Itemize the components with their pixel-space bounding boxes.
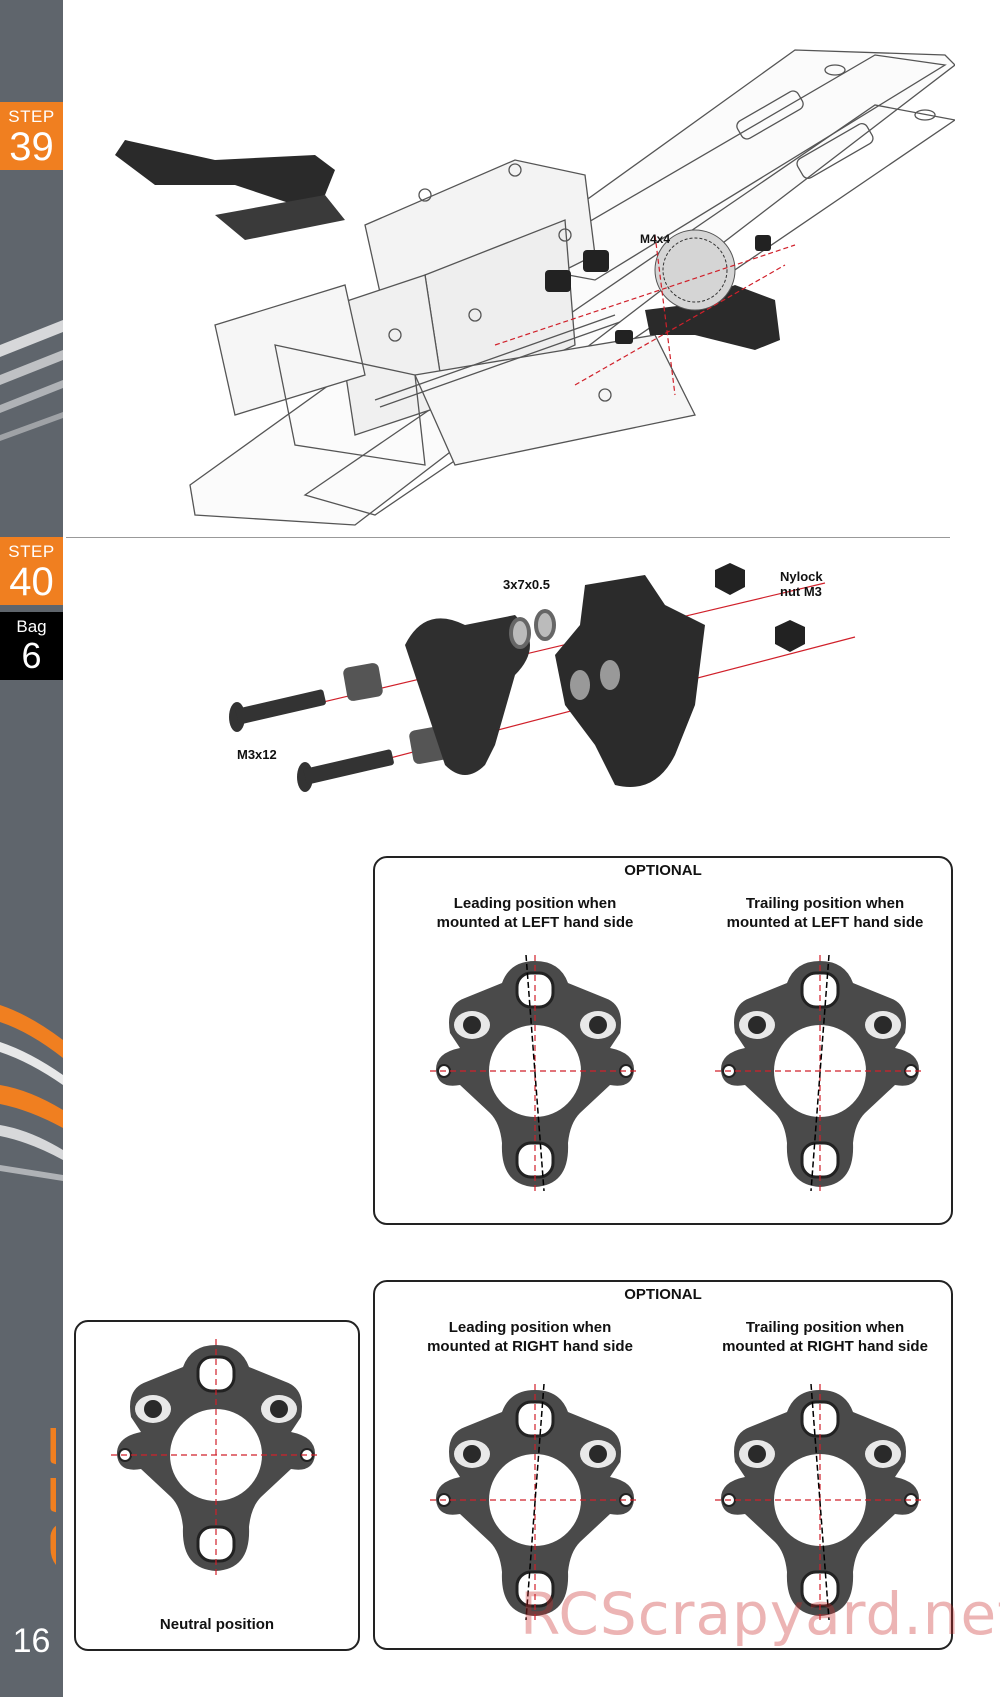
caption-line: Trailing position when xyxy=(745,1319,905,1336)
page-number: 16 xyxy=(12,1622,51,1660)
step-label: STEP xyxy=(8,107,55,126)
caption-line: Trailing position when xyxy=(745,895,905,912)
step-40-badge: STEP 40 xyxy=(0,537,63,605)
washer-size-label: 3x7x0.5 xyxy=(503,577,550,592)
bag-6-badge: Bag 6 xyxy=(0,612,63,680)
caption-line: mounted at LEFT hand side xyxy=(726,914,924,931)
step-number: 40 xyxy=(9,560,54,604)
caption-line: Leading position when xyxy=(453,895,617,912)
caption-line: Leading position when xyxy=(448,1319,612,1336)
caption-line: mounted at RIGHT hand side xyxy=(427,1338,633,1355)
step-label: STEP xyxy=(8,542,55,561)
step-40-exploded-view: 3x7x0.5 Nylock nut M3 M3x12 xyxy=(229,563,856,792)
optional-left-box: OPTIONAL Leading position when mounted a… xyxy=(373,856,953,1225)
right-leading-caption: Leading position when mounted at RIGHT h… xyxy=(410,1318,650,1356)
right-trailing-caption: Trailing position when mounted at RIGHT … xyxy=(705,1318,945,1356)
optional-title: OPTIONAL xyxy=(624,862,702,879)
watermark: RCScrapyard.net xyxy=(520,1580,1000,1648)
left-trailing-caption: Trailing position when mounted at LEFT h… xyxy=(705,894,945,932)
screw-m3x12-label: M3x12 xyxy=(237,747,277,762)
brand-977-logo xyxy=(50,1428,56,1576)
step-divider xyxy=(66,537,950,538)
neutral-caption: Neutral position xyxy=(159,1616,275,1633)
caption-line: mounted at LEFT hand side xyxy=(436,914,634,931)
plate-right-leading xyxy=(420,1382,650,1622)
step-number: 39 xyxy=(9,125,54,169)
step-39-badge: STEP 39 xyxy=(0,102,63,170)
plate-left-trailing xyxy=(705,953,935,1193)
screw-m4x4-label: M4x4 xyxy=(640,232,670,246)
plate-left-leading xyxy=(420,953,650,1193)
neutral-box: Neutral position xyxy=(74,1320,360,1651)
optional-title: OPTIONAL xyxy=(624,1286,702,1303)
step-39-chassis-illustration: M4x4 xyxy=(115,49,955,526)
plate-right-trailing xyxy=(705,1382,935,1622)
left-leading-caption: Leading position when mounted at LEFT ha… xyxy=(415,894,655,932)
optional-right-box: OPTIONAL Leading position when mounted a… xyxy=(373,1280,953,1650)
bag-number: 6 xyxy=(21,635,42,676)
nylock-label-line1: Nylock xyxy=(780,569,823,584)
nylock-label-line2: nut M3 xyxy=(780,584,822,599)
sidebar: STEP 39 STEP 40 Bag 6 16 xyxy=(0,0,63,1697)
caption-line: mounted at RIGHT hand side xyxy=(722,1338,928,1355)
plate-neutral xyxy=(101,1337,331,1577)
bag-label: Bag xyxy=(16,617,47,636)
sidebar-stripes xyxy=(0,320,63,1181)
